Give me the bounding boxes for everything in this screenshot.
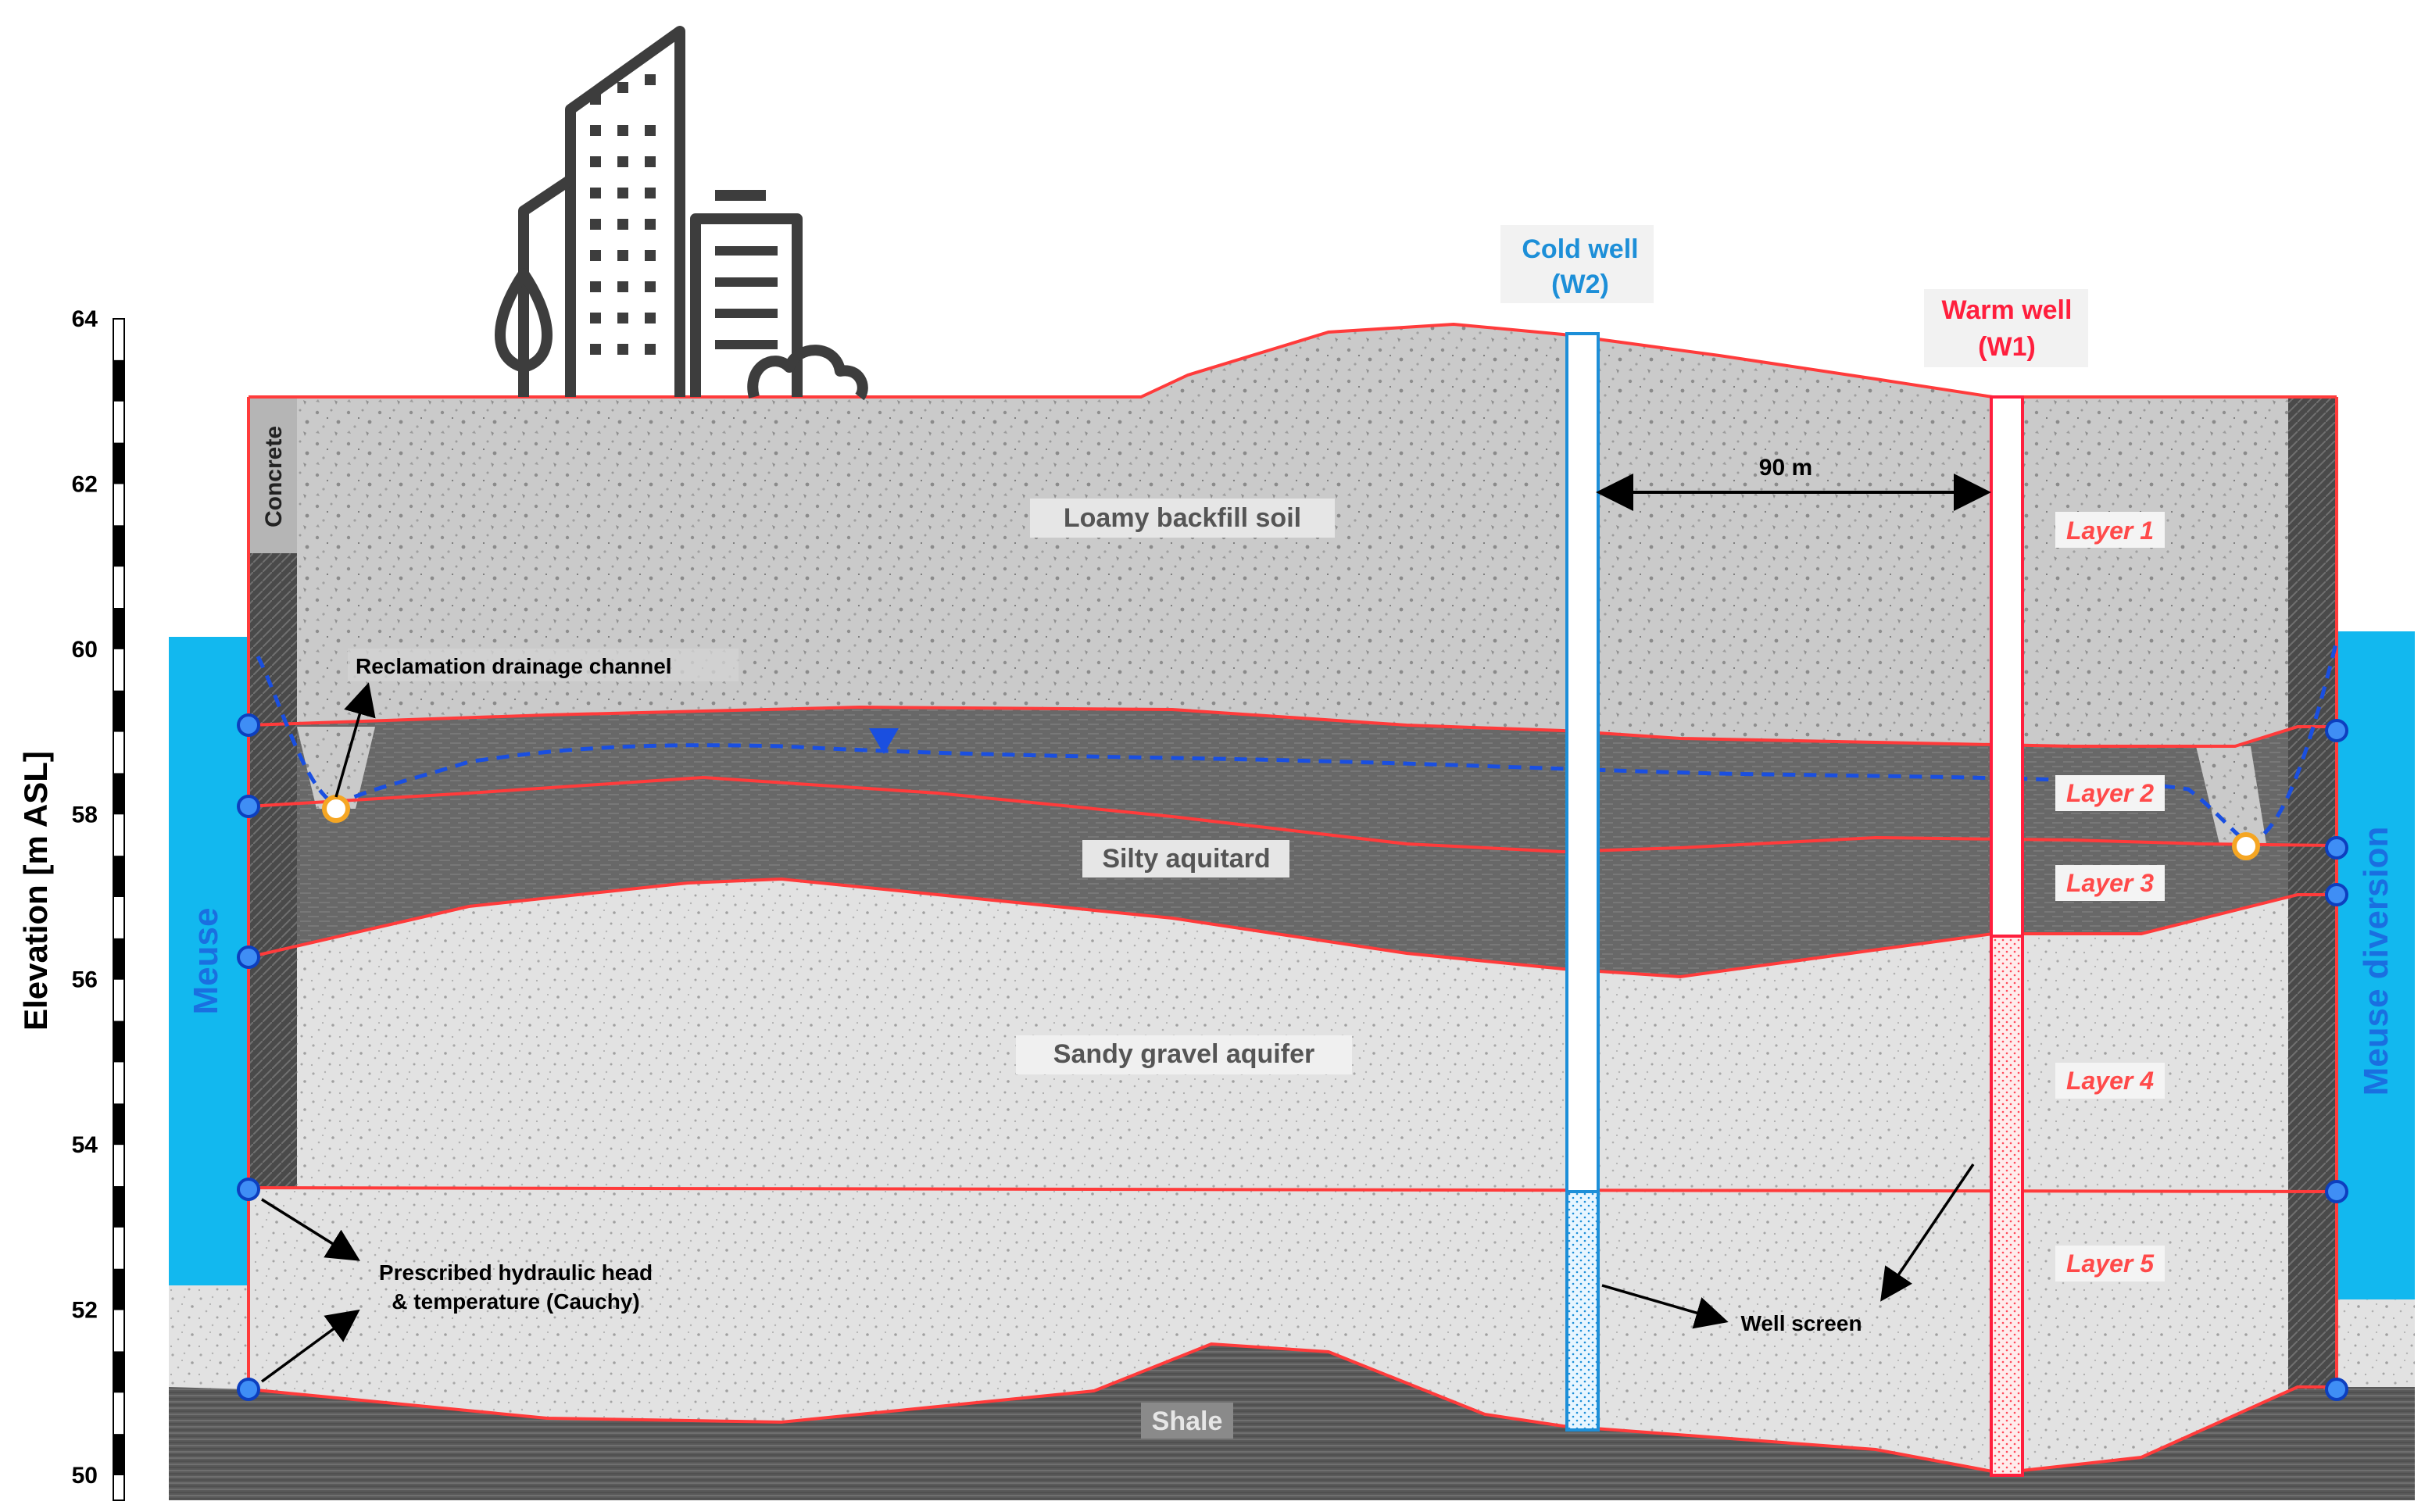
- layer-3-label: Layer 3: [2066, 869, 2154, 897]
- annotation-arrows: [260, 682, 1975, 1383]
- distance-label: 90 m: [1759, 455, 1812, 481]
- ruler-segment: [113, 1186, 124, 1228]
- ruler-segment: [113, 690, 124, 732]
- ruler-segment: [113, 1268, 124, 1310]
- warm-well-screen: [1990, 935, 2024, 1477]
- ruler-segment: [113, 1103, 124, 1146]
- well-screen-annotation: Well screen: [1740, 1311, 1862, 1335]
- city-window-grid: [590, 74, 778, 355]
- water-table-triangle-icon: [869, 728, 899, 754]
- meuse-diversion-river: [2337, 631, 2415, 1299]
- ruler-segment: [113, 773, 124, 815]
- warm-well-title: Warm well: [1942, 295, 2073, 325]
- ruler-segment: [113, 856, 124, 897]
- tree-icon: [495, 268, 553, 397]
- y-tick-label: 64: [72, 306, 98, 332]
- boundary-node: [237, 1378, 260, 1401]
- ruler-body: [113, 318, 125, 1501]
- drain-node-right: [2232, 832, 2260, 860]
- meuse-label: Meuse: [187, 908, 225, 1015]
- bc-arrow-upper: [261, 1198, 360, 1261]
- shale-unit: [169, 1344, 2415, 1500]
- boundary-node: [237, 713, 260, 737]
- y-tick-label: 56: [72, 967, 98, 993]
- y-tick-label: 62: [72, 471, 98, 497]
- ruler-segment: [113, 1021, 124, 1063]
- drain-nodes: [322, 795, 2260, 860]
- y-tick-labels: 50 52 54 56 58 60 62 64: [72, 306, 98, 1489]
- warm-well-casing: [1990, 395, 2024, 938]
- ruler-segment: [113, 1351, 124, 1393]
- river-bed-left: [169, 1285, 249, 1391]
- screen-arrow-warm: [1880, 1163, 1975, 1302]
- bush-icon: [747, 345, 868, 401]
- cold-well-screen: [1565, 1190, 1600, 1432]
- layer2-bottom-line: [248, 775, 2337, 854]
- drainage-channel-right: [2196, 746, 2266, 844]
- cold-well-casing: [1565, 332, 1600, 1193]
- silty-aquitard-label: Silty aquitard: [1102, 844, 1270, 874]
- cold-well-title: Cold well: [1522, 234, 1638, 264]
- layer-5-label: Layer 5: [2066, 1249, 2155, 1278]
- y-tick-label: 50: [72, 1463, 98, 1489]
- layer-4-label: Layer 4: [2066, 1067, 2154, 1095]
- drainage-annotation: Reclamation drainage channel: [356, 654, 672, 678]
- y-tick-label: 52: [72, 1298, 98, 1324]
- meuse-river: [169, 637, 249, 1285]
- boundary-node: [237, 1178, 260, 1201]
- screen-arrow-cold: [1601, 1284, 1729, 1329]
- layer-1-label: Layer 1: [2066, 517, 2154, 545]
- sandy-gravel-label: Sandy gravel aquifer: [1053, 1039, 1314, 1069]
- bc-annotation-line2: & temperature (Cauchy): [392, 1289, 639, 1314]
- boundary-node: [237, 795, 260, 818]
- layer1-bottom-line: [248, 705, 2337, 748]
- bc-arrow-lower: [260, 1309, 360, 1383]
- ruler-segment: [113, 938, 124, 980]
- shale-top-line: [248, 1342, 2337, 1475]
- layer-labels: Layer 1 Layer 2 Layer 3 Layer 4 Layer 5: [2055, 512, 2165, 1281]
- bc-annotation-line1: Prescribed hydraulic head: [379, 1260, 653, 1285]
- ruler-segment: [113, 442, 124, 484]
- y-axis-label: Elevation [m ASL]: [17, 751, 54, 1031]
- warm-well-id: (W1): [1978, 332, 2036, 362]
- boundary-node: [2325, 883, 2348, 906]
- drain-node-left: [322, 795, 350, 823]
- y-tick-label: 58: [72, 802, 98, 827]
- boundary-node: [2325, 1180, 2348, 1203]
- layer-boundaries: [247, 322, 2338, 1475]
- ruler-segment: [113, 608, 124, 649]
- layer-2-label: Layer 2: [2066, 779, 2154, 807]
- top-surface-line: [249, 322, 2337, 399]
- ruler-segment: [113, 525, 124, 567]
- river-bed-right: [2337, 1299, 2415, 1391]
- concrete-label: Concrete: [261, 426, 287, 527]
- y-tick-label: 54: [72, 1132, 98, 1158]
- cold-well-id: (W2): [1551, 270, 1609, 299]
- ruler-segment: [113, 359, 124, 402]
- loamy-backfill-label: Loamy backfill soil: [1064, 503, 1301, 533]
- boundary-node: [237, 945, 260, 969]
- boundary-nodes: [237, 713, 2348, 1401]
- y-tick-label: 60: [72, 637, 98, 663]
- drainage-channel-left: [297, 727, 375, 809]
- elevation-ruler: [113, 318, 125, 1501]
- meuse-diversion-label: Meuse diversion: [2357, 827, 2395, 1096]
- sandy-gravel-aquifer: [249, 879, 2337, 1473]
- boundary-node: [2325, 836, 2348, 860]
- concrete-wall-left-top: [249, 397, 297, 553]
- drainage-arrow: [334, 682, 376, 798]
- water-table-line: [256, 640, 2339, 846]
- shale-label: Shale: [1152, 1407, 1223, 1436]
- layer3-bottom-line: [248, 877, 2337, 979]
- boundary-node: [2325, 1378, 2348, 1401]
- layer4-bottom-line: [248, 1186, 2337, 1193]
- ruler-segment: [113, 1434, 124, 1475]
- boundary-node: [2325, 719, 2348, 742]
